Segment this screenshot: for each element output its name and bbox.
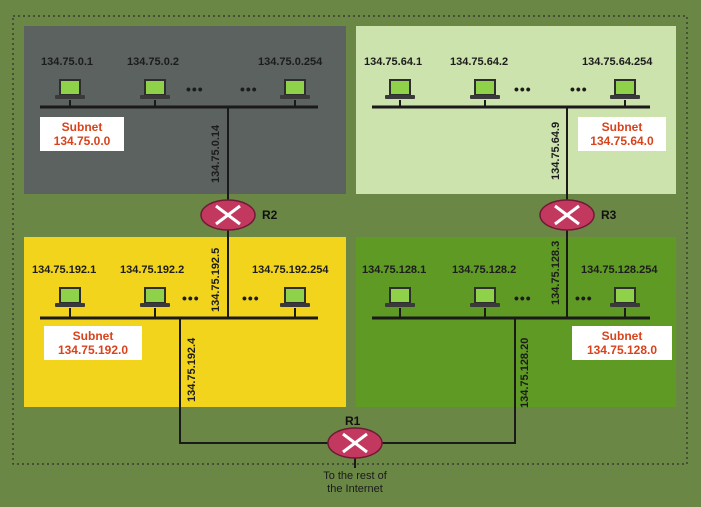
router-r2[interactable] bbox=[200, 199, 256, 231]
router-links bbox=[179, 107, 568, 468]
subnet-title: Subnet bbox=[72, 329, 114, 343]
subnet-label-bottom-right: Subnet 134.75.128.0 bbox=[572, 326, 672, 360]
subnet-address: 134.75.128.0 bbox=[586, 343, 658, 357]
ellipsis: ••• bbox=[242, 290, 260, 306]
network-boundary bbox=[12, 15, 688, 465]
laptop-icon[interactable] bbox=[610, 79, 640, 103]
interface-label: 134.75.192.5 bbox=[210, 247, 222, 312]
host-label: 134.75.64.254 bbox=[582, 56, 653, 68]
subnet-label-bottom-left: Subnet 134.75.192.0 bbox=[44, 326, 142, 360]
host-label: 134.75.0.1 bbox=[41, 56, 93, 68]
ellipsis: ••• bbox=[186, 81, 204, 97]
subnet-address: 134.75.64.0 bbox=[590, 134, 654, 148]
ellipsis: ••• bbox=[240, 81, 258, 97]
interface-label: 134.75.128.20 bbox=[519, 337, 531, 408]
ellipsis: ••• bbox=[570, 81, 588, 97]
laptop-icon[interactable] bbox=[140, 287, 170, 311]
laptop-icon[interactable] bbox=[280, 79, 310, 103]
subnet-address: 134.75.192.0 bbox=[57, 343, 129, 357]
laptop-icon[interactable] bbox=[385, 287, 415, 311]
interface-label: 134.75.192.4 bbox=[186, 337, 198, 402]
laptop-icon[interactable] bbox=[610, 287, 640, 311]
subnet-top-left-area bbox=[24, 26, 346, 194]
host-label: 134.75.64.2 bbox=[450, 56, 509, 68]
subnet-label-top-left: Subnet 134.75.0.0 bbox=[40, 117, 124, 151]
internet-caption: To the rest of the Internet bbox=[300, 470, 410, 496]
router-r1[interactable] bbox=[327, 427, 383, 459]
host-label: 134.75.64.1 bbox=[364, 56, 423, 68]
subnet-address: 134.75.0.0 bbox=[53, 134, 111, 148]
host-label: 134.75.192.1 bbox=[32, 264, 97, 276]
internet-caption-line1: To the rest of bbox=[323, 470, 387, 482]
subnet-bottom-left-area bbox=[24, 237, 346, 407]
interface-label: 134.75.128.3 bbox=[550, 240, 562, 305]
ellipsis: ••• bbox=[575, 290, 593, 306]
laptop-icon[interactable] bbox=[140, 79, 170, 103]
host-label: 134.75.0.254 bbox=[258, 56, 323, 68]
ellipsis: ••• bbox=[514, 290, 532, 306]
internet-caption-line2: the Internet bbox=[327, 483, 383, 495]
router-r3[interactable] bbox=[539, 199, 595, 231]
router-label-r3: R3 bbox=[601, 208, 617, 222]
laptop-icon[interactable] bbox=[470, 79, 500, 103]
laptop-icon[interactable] bbox=[55, 287, 85, 311]
subnet-title: Subnet bbox=[601, 120, 643, 134]
ellipsis: ••• bbox=[182, 290, 200, 306]
laptop-icon[interactable] bbox=[280, 287, 310, 311]
interface-label: 134.75.0.14 bbox=[210, 124, 222, 183]
subnet-label-top-right: Subnet 134.75.64.0 bbox=[578, 117, 666, 151]
laptop-icon[interactable] bbox=[385, 79, 415, 103]
router-label-r1: R1 bbox=[345, 414, 361, 428]
ellipsis: ••• bbox=[514, 81, 532, 97]
host-drop-lines bbox=[69, 100, 626, 318]
host-label: 134.75.128.254 bbox=[581, 264, 658, 276]
host-label: 134.75.128.2 bbox=[452, 264, 517, 276]
host-label: 134.75.192.254 bbox=[252, 264, 329, 276]
router-label-r2: R2 bbox=[262, 208, 278, 222]
laptop-icon[interactable] bbox=[55, 79, 85, 103]
host-label: 134.75.192.2 bbox=[120, 264, 185, 276]
host-label: 134.75.0.2 bbox=[127, 56, 179, 68]
subnet-top-right-area bbox=[356, 26, 676, 194]
subnet-title: Subnet bbox=[61, 120, 103, 134]
subnet-title: Subnet bbox=[601, 329, 643, 343]
laptop-icon[interactable] bbox=[470, 287, 500, 311]
interface-label: 134.75.64.9 bbox=[550, 121, 562, 180]
host-label: 134.75.128.1 bbox=[362, 264, 427, 276]
